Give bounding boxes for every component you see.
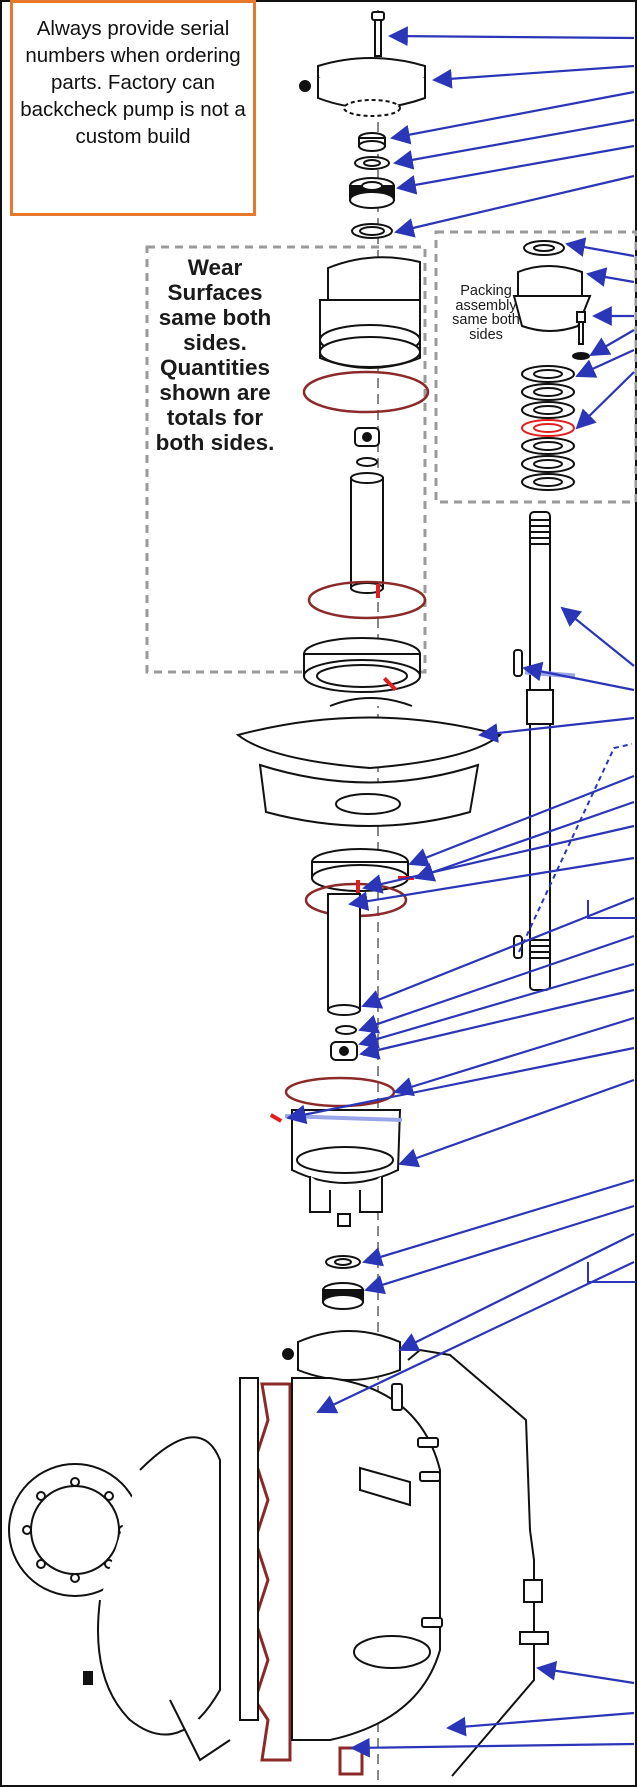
top-bolt xyxy=(371,11,385,57)
bracket-lines xyxy=(587,900,636,1283)
lock-washer xyxy=(354,156,390,170)
key-marker-2 xyxy=(382,676,398,692)
key-marker-1 xyxy=(376,584,380,598)
pump-casing-left xyxy=(8,1436,231,1762)
lower-bearing-housing xyxy=(282,1330,401,1381)
o-ring-small-1 xyxy=(356,457,378,467)
lock-nut xyxy=(358,132,386,152)
shaft-collar xyxy=(354,427,380,447)
gland-nut xyxy=(572,352,590,360)
seal-housing-lower xyxy=(291,1109,402,1227)
top-bearing-housing xyxy=(299,57,426,117)
o-ring-large-2 xyxy=(307,580,427,620)
packing-gland xyxy=(512,265,592,332)
wear-surfaces-box xyxy=(145,245,427,674)
shaft-key-lower xyxy=(513,935,523,959)
o-ring-large-1 xyxy=(302,370,430,414)
wear-surfaces-note: Wear Surfaces same both sides. Quantitie… xyxy=(155,255,275,455)
pump-shaft xyxy=(526,511,554,991)
shaft-collar-lower xyxy=(330,1041,358,1061)
shaft-key-dashed-leader xyxy=(518,743,633,953)
lower-lock-washer xyxy=(325,1255,361,1269)
parts xyxy=(8,11,592,1777)
shaft-key-upper xyxy=(513,649,523,677)
packing-rings xyxy=(521,365,575,491)
shaft-sleeve-upper xyxy=(350,472,384,594)
upper-bearing xyxy=(349,177,395,209)
packing-assembly-box xyxy=(434,230,637,504)
drain-plug xyxy=(83,1671,93,1685)
packing-gland-washer xyxy=(523,240,565,256)
seal-housing-upper xyxy=(319,256,421,369)
casing-bolts xyxy=(391,1383,443,1628)
key-marker-6 xyxy=(269,1113,283,1123)
casing-gasket-left xyxy=(239,1377,259,1721)
o-ring-small-2 xyxy=(335,1025,357,1035)
lower-bearing xyxy=(322,1282,364,1310)
pump-casing-right xyxy=(291,1377,441,1776)
bearing-spacer xyxy=(351,223,393,239)
key-marker-4 xyxy=(356,880,360,894)
vent-tubing xyxy=(407,1348,549,1777)
impeller xyxy=(235,697,503,827)
ordering-note: Always provide serial numbers when order… xyxy=(10,0,256,216)
leader-lines xyxy=(286,26,635,1758)
wear-ring-upper xyxy=(303,637,421,693)
shaft-sleeve-lower xyxy=(327,893,361,1016)
casing-gasket xyxy=(253,1382,292,1762)
packing-assembly-note: Packing assembly same both sides xyxy=(452,283,520,343)
gland-bolt xyxy=(576,311,586,345)
